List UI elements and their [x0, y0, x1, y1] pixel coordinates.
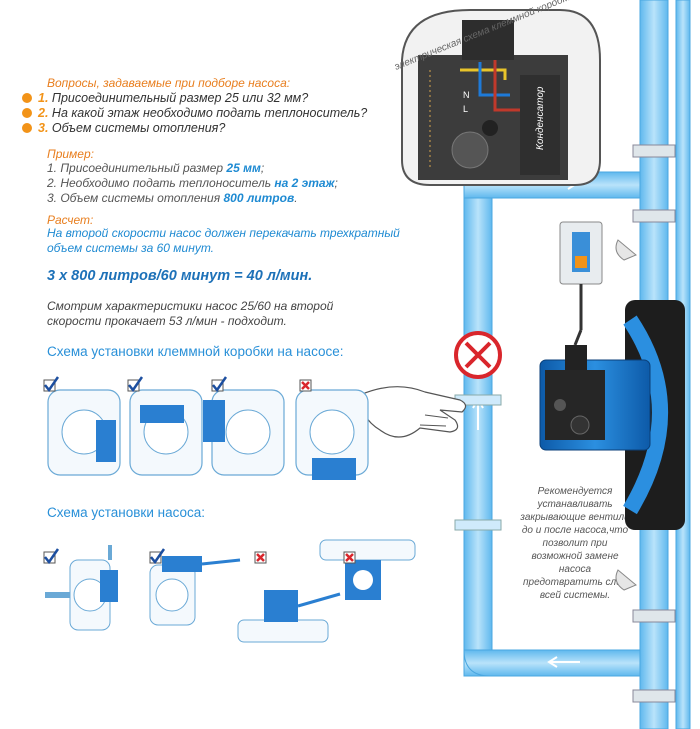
example-item-3: 3. Объем системы отопления 800 литров. — [47, 191, 298, 205]
terminal-l-label: L — [463, 104, 468, 114]
cross-icon — [301, 381, 310, 390]
capacitor — [520, 75, 560, 175]
checkmark-icon — [212, 376, 228, 393]
terminal-box-left — [203, 400, 225, 442]
question-item-1: 1. Присоединительный размер 25 или 32 мм… — [22, 91, 308, 105]
question-number: 2. — [38, 106, 49, 120]
pump-screw-icon — [554, 399, 566, 411]
pump-volute — [623, 315, 668, 515]
question-number: 1. — [38, 91, 49, 105]
example-tail: . — [294, 191, 298, 205]
capacitor-label: Конденсатор — [535, 86, 546, 150]
characteristics-text: Смотрим характеристики насос 25/60 на вт… — [47, 299, 334, 328]
pipe-fitting — [632, 144, 676, 158]
terminal-option-1 — [47, 389, 121, 476]
option-marks — [43, 376, 356, 565]
calculation-formula: 3 х 800 литров/60 минут = 40 л/мин. — [47, 268, 313, 284]
question-text: Присоединительный размер 25 или 32 мм? — [51, 91, 309, 105]
hand-icon — [359, 386, 467, 438]
calculation-text: На второй скорости насос должен перекача… — [47, 226, 400, 255]
pipe-fitting — [632, 209, 676, 223]
pump-options — [45, 539, 416, 643]
capacitor-knob-icon — [451, 131, 489, 169]
pump-option-4 — [319, 539, 416, 600]
terminal-box-options — [47, 389, 369, 480]
example-title: Пример: — [47, 147, 94, 161]
example-tail: ; — [334, 176, 338, 190]
bullet-dot-icon — [22, 108, 32, 118]
example-item-2: 2. Необходимо подать теплоноситель на 2 … — [47, 176, 338, 190]
question-item-3: 3. Объем системы отопления? — [22, 121, 225, 135]
checkmark-icon — [128, 376, 144, 393]
example-text: 2. Необходимо подать теплоноситель — [47, 176, 275, 190]
checkmark-icon — [150, 548, 166, 565]
flow-arrow-icon — [547, 656, 580, 668]
installed-pump — [539, 300, 685, 530]
example-text: 3. Объем системы отопления — [47, 191, 224, 205]
terminal-box-zoom: Конденсатор N L электрическая схема клем… — [393, 0, 601, 186]
terminal-box-top — [140, 405, 184, 423]
pipe-fitting — [632, 689, 676, 703]
example-value: 800 литров — [223, 191, 295, 205]
checkmark-icon — [44, 376, 60, 393]
questions-title: Вопросы, задаваемые при подборе насоса: — [47, 76, 291, 90]
screw-hole — [482, 120, 498, 136]
example-item-1: 1. Присоединительный размер 25 мм; — [47, 161, 264, 175]
pump-option-3 — [237, 590, 341, 643]
cross-icon — [345, 553, 354, 562]
question-number: 3. — [38, 121, 49, 135]
bullet-dot-icon — [22, 123, 32, 133]
switch-toggle-icon — [575, 256, 587, 268]
question-text: На какой этаж необходимо подать теплонос… — [51, 106, 368, 120]
calculation-title: Расчет: — [47, 213, 94, 227]
power-cable — [573, 329, 583, 346]
cable-gland — [462, 20, 514, 60]
prohibited-cross-icon — [464, 341, 492, 369]
pipe-fitting — [454, 519, 502, 531]
terminal-option-2 — [129, 389, 203, 476]
valve-handle-icon — [615, 239, 637, 261]
valve-handle-icon — [615, 569, 637, 591]
question-text: Объем системы отопления? — [51, 121, 226, 135]
pipe-fitting — [632, 609, 676, 623]
example-value: на 2 этаж — [274, 176, 335, 190]
terminal-option-3 — [203, 389, 285, 476]
question-item-2: 2. На какой этаж необходимо подать тепло… — [22, 106, 367, 120]
terminal-box-bottom — [312, 458, 356, 480]
pump-cable-gland — [565, 345, 587, 370]
bullet-dot-icon — [22, 93, 32, 103]
example-text: 1. Присоединительный размер — [47, 161, 227, 175]
terminal-box-section-title: Схема установки клеммной коробки на насо… — [47, 344, 344, 359]
live-wire — [493, 60, 520, 112]
terminal-n-label: N — [463, 90, 470, 100]
switch-box — [559, 221, 603, 346]
prohibited-sign — [454, 331, 502, 379]
example-value: 25 мм — [226, 161, 261, 175]
cross-icon — [256, 553, 265, 562]
valve-note: Рекомендуется устанавливать закрывающие … — [520, 486, 630, 601]
checkmark-icon — [44, 548, 60, 565]
neutral-wire — [478, 62, 510, 97]
terminal-box-right — [96, 420, 116, 462]
speed-knob-icon — [570, 415, 590, 435]
pump-option-2 — [149, 556, 241, 626]
example-tail: ; — [260, 161, 265, 175]
terminal-option-4 — [295, 389, 369, 480]
pump-section-title: Схема установки насоса: — [47, 505, 205, 520]
pump-option-1 — [45, 545, 118, 631]
earth-wire — [460, 68, 507, 80]
